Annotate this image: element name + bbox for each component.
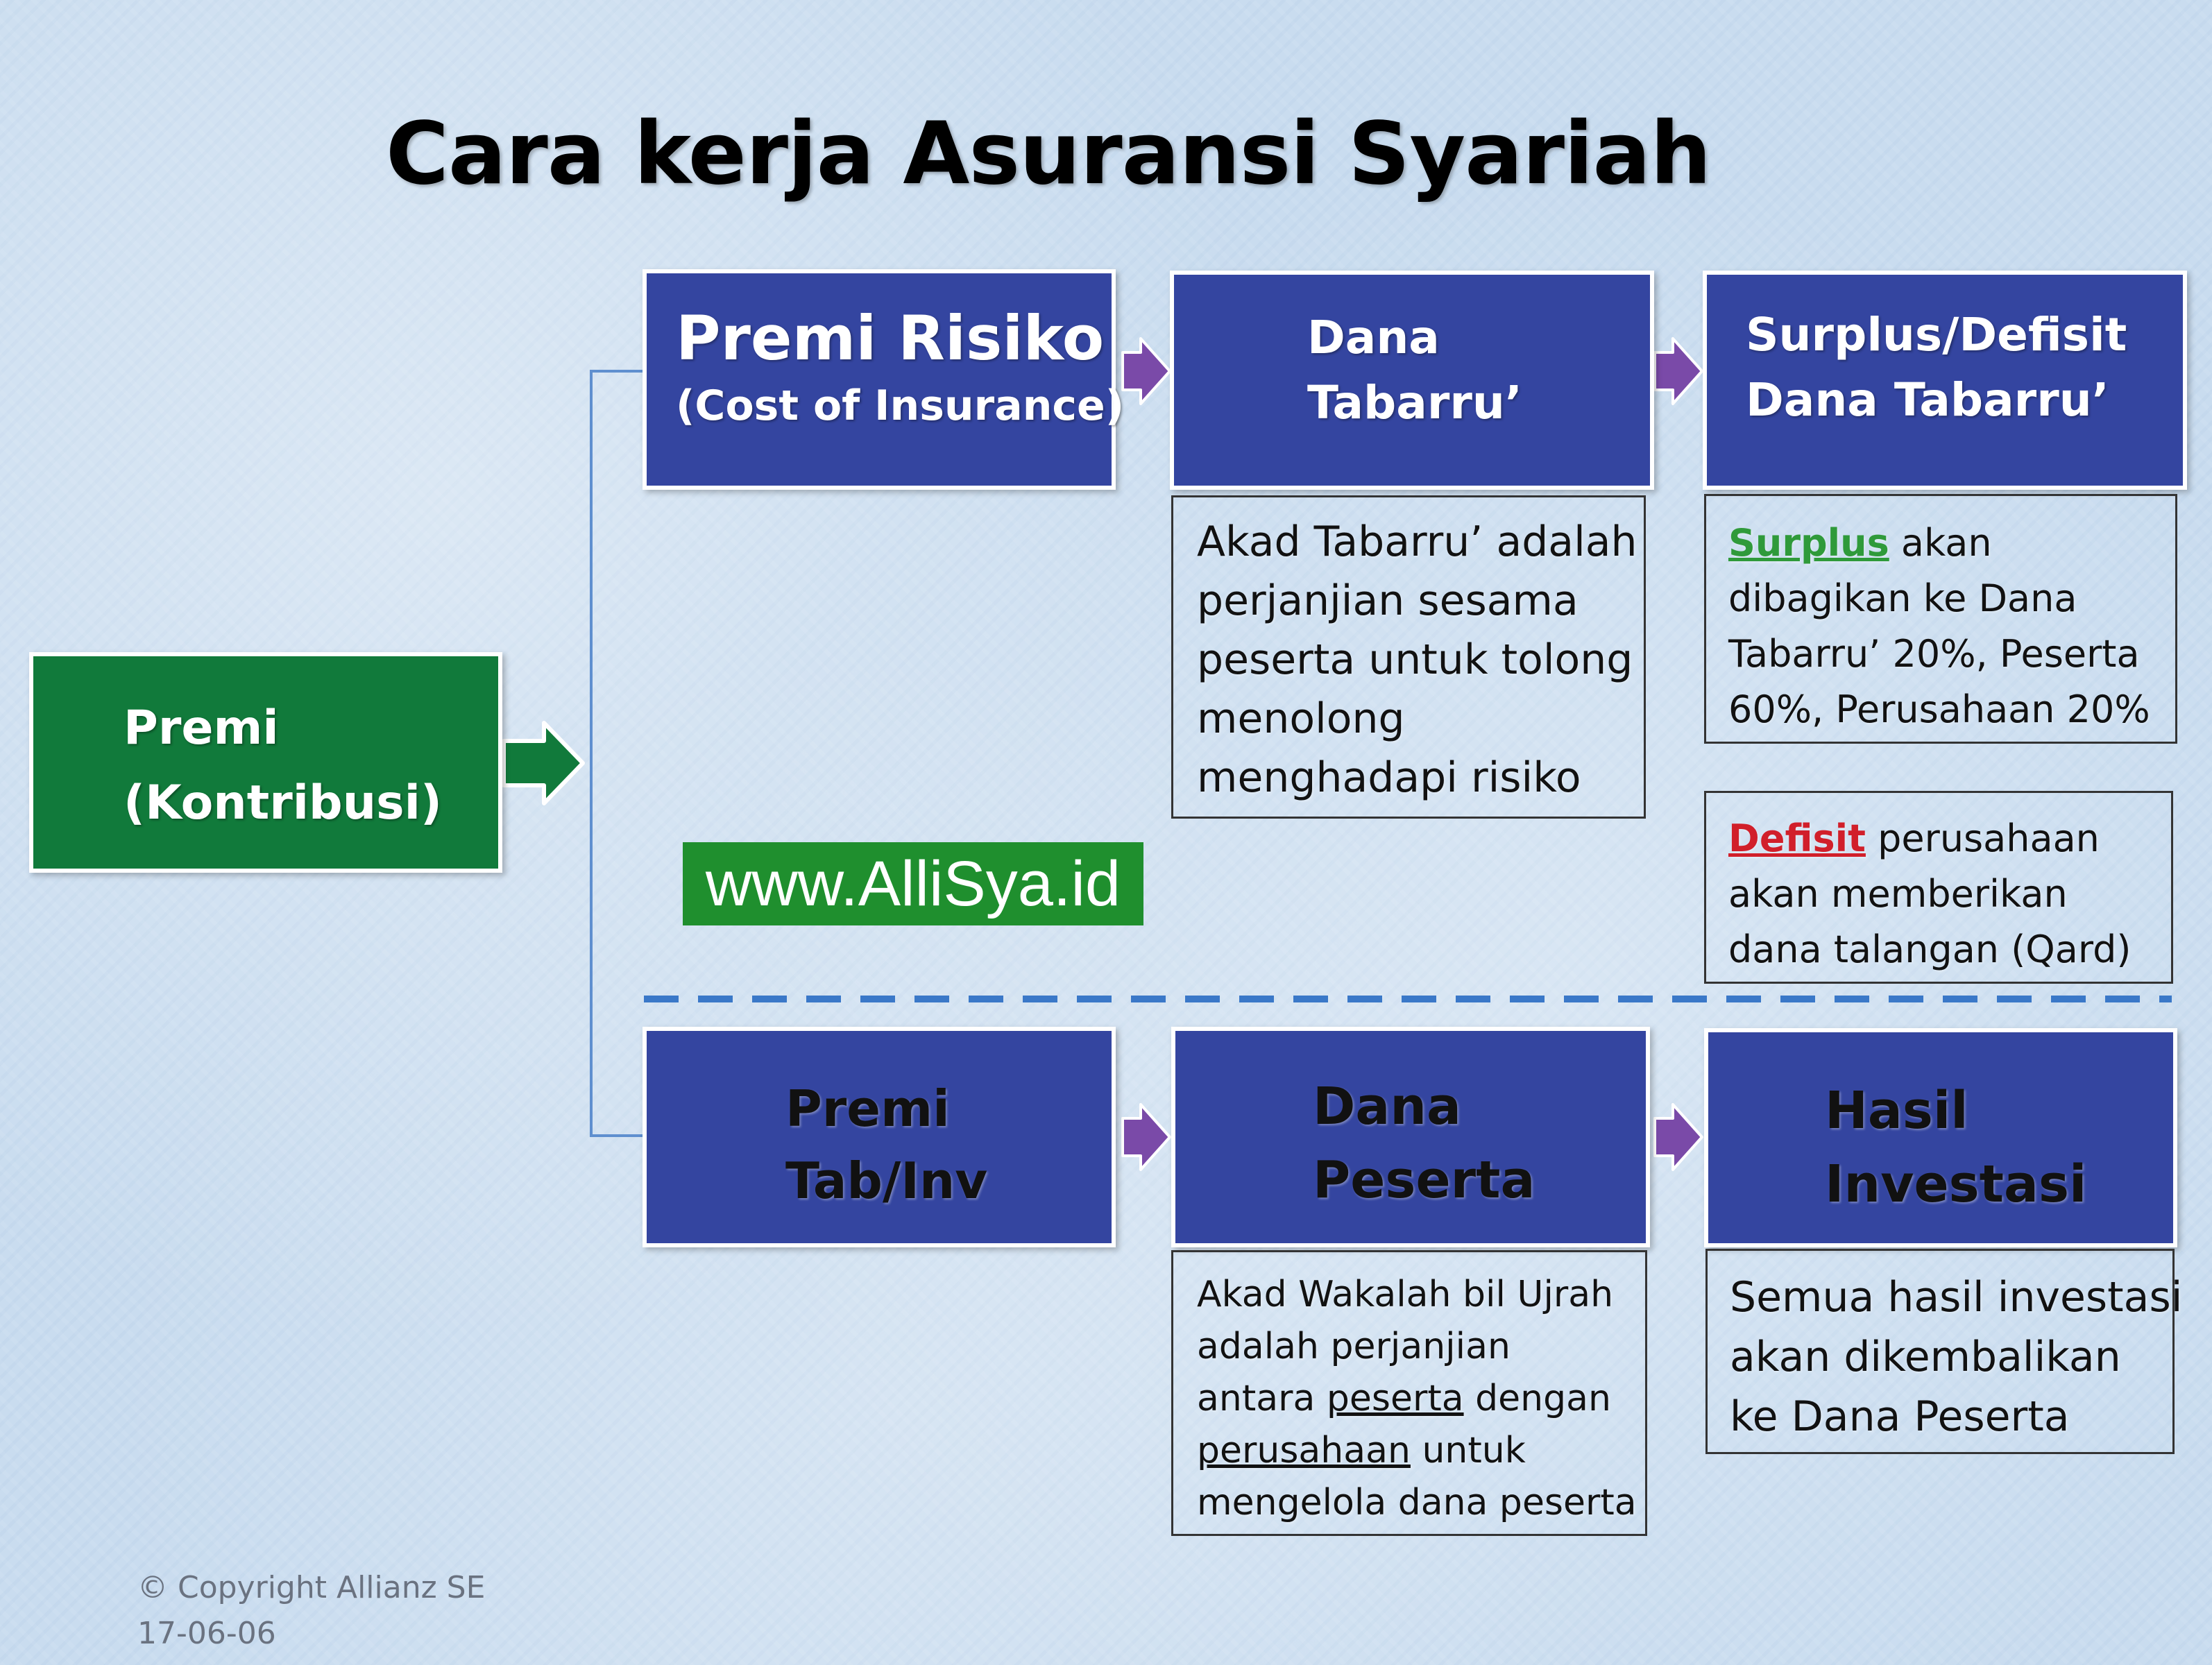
akad-tabarru-line: perjanjian sesama <box>1197 577 1579 625</box>
wakalah-text: antara <box>1197 1378 1327 1419</box>
premi-box-line2: (Kontribusi) <box>124 776 442 830</box>
wakalah-peserta-underlined: peserta <box>1326 1378 1464 1419</box>
akad-wakalah-note: Akad Wakalah bil Ujrah adalah perjanjian… <box>1171 1250 1647 1536</box>
wakalah-text: untuk <box>1410 1430 1526 1471</box>
surplus-note-line: Surplus akan <box>1728 515 2175 571</box>
premi-risiko-title: Premi Risiko <box>676 302 1105 374</box>
surplus-note-line: 60%, Perusahaan 20% <box>1728 688 2150 731</box>
surplus-defisit-line1: Surplus/Defisit <box>1746 308 2127 361</box>
akad-tabarru-line: menolong <box>1197 694 1405 743</box>
premi-risiko-box: Premi Risiko (Cost of Insurance) <box>643 269 1125 490</box>
arrow-right-icon <box>1653 337 1703 405</box>
premi-tab-inv-box: Premi Tab/Inv <box>643 1027 1116 1247</box>
surplus-defisit-line2: Dana Tabarru’ <box>1746 373 2109 427</box>
copyright-line: © Copyright Allianz SE <box>137 1570 486 1605</box>
surplus-note-line: dibagikan ke Dana <box>1728 577 2077 620</box>
copyright-footer: © Copyright Allianz SE 17-06-06 <box>137 1565 485 1657</box>
akad-wakalah-line: antara peserta dengan <box>1197 1373 1645 1425</box>
arrow-right-icon <box>502 721 585 805</box>
akad-wakalah-line: Akad Wakalah bil Ujrah <box>1197 1274 1614 1315</box>
akad-tabarru-line: menghadapi risiko <box>1197 753 1581 802</box>
premi-box-line1: Premi <box>124 701 279 755</box>
surplus-keyword: Surplus <box>1728 521 1889 565</box>
surplus-note: Surplus akan dibagikan ke Dana Tabarru’ … <box>1704 494 2177 744</box>
arrow-right-icon <box>1121 337 1171 405</box>
hasil-note-line: akan dikembalikan <box>1730 1333 2121 1381</box>
arrow-right-icon <box>1121 1103 1171 1171</box>
akad-tabarru-line: peserta untuk tolong <box>1197 635 1633 684</box>
watermark-text: www.AlliSya.id <box>683 842 1143 925</box>
arrow-right-icon <box>1653 1103 1703 1171</box>
premi-tab-line2: Tab/Inv <box>785 1152 988 1210</box>
akad-wakalah-line: mengelola dana peserta <box>1197 1482 1637 1523</box>
copyright-date: 17-06-06 <box>137 1616 276 1651</box>
akad-tabarru-note: Akad Tabarru’ adalah perjanjian sesama p… <box>1171 495 1646 819</box>
hasil-note-line: Semua hasil investasi <box>1730 1273 2183 1322</box>
defisit-note-line: dana talangan (Qard) <box>1728 928 2132 971</box>
page-title: Cara kerja Asuransi Syariah <box>386 104 1711 204</box>
wakalah-text: dengan <box>1463 1378 1611 1419</box>
dana-tabarru-line2: Tabarru’ <box>1307 376 1522 429</box>
akad-wakalah-line: adalah perjanjian <box>1197 1326 1511 1367</box>
premi-risiko-subtitle: (Cost of Insurance) <box>676 382 1125 430</box>
surplus-defisit-box: Surplus/Defisit Dana Tabarru’ <box>1703 271 2187 490</box>
akad-wakalah-line: perusahaan untuk <box>1197 1425 1645 1477</box>
premi-kontribusi-box: Premi (Kontribusi) <box>29 652 502 873</box>
akad-tabarru-line: Akad Tabarru’ adalah <box>1197 518 1637 566</box>
hasil-investasi-line2: Investasi <box>1825 1154 2087 1214</box>
dana-peserta-line2: Peserta <box>1313 1150 1535 1210</box>
defisit-note-rest: perusahaan <box>1865 817 2100 860</box>
hasil-investasi-note: Semua hasil investasi akan dikembalikan … <box>1705 1249 2183 1454</box>
hasil-investasi-line1: Hasil <box>1825 1081 1968 1141</box>
premi-tab-line1: Premi <box>785 1079 950 1138</box>
hasil-investasi-box: Hasil Investasi <box>1704 1028 2177 1247</box>
wakalah-perusahaan-underlined: perusahaan <box>1197 1430 1411 1471</box>
surplus-note-line: Tabarru’ 20%, Peserta <box>1728 632 2140 676</box>
dana-peserta-line1: Dana <box>1313 1077 1461 1136</box>
branch-connector <box>590 370 644 1137</box>
defisit-note: Defisit perusahaan akan memberikan dana … <box>1704 791 2173 984</box>
defisit-note-line: akan memberikan <box>1728 872 2068 916</box>
defisit-keyword: Defisit <box>1728 817 1866 860</box>
defisit-note-line: Defisit perusahaan <box>1728 811 2171 866</box>
surplus-note-rest: akan <box>1889 521 1992 565</box>
dana-tabarru-line1: Dana <box>1307 311 1440 364</box>
dana-peserta-box: Dana Peserta <box>1171 1027 1650 1247</box>
hasil-note-line: ke Dana Peserta <box>1730 1392 2070 1441</box>
dana-tabarru-box: Dana Tabarru’ <box>1170 271 1654 490</box>
